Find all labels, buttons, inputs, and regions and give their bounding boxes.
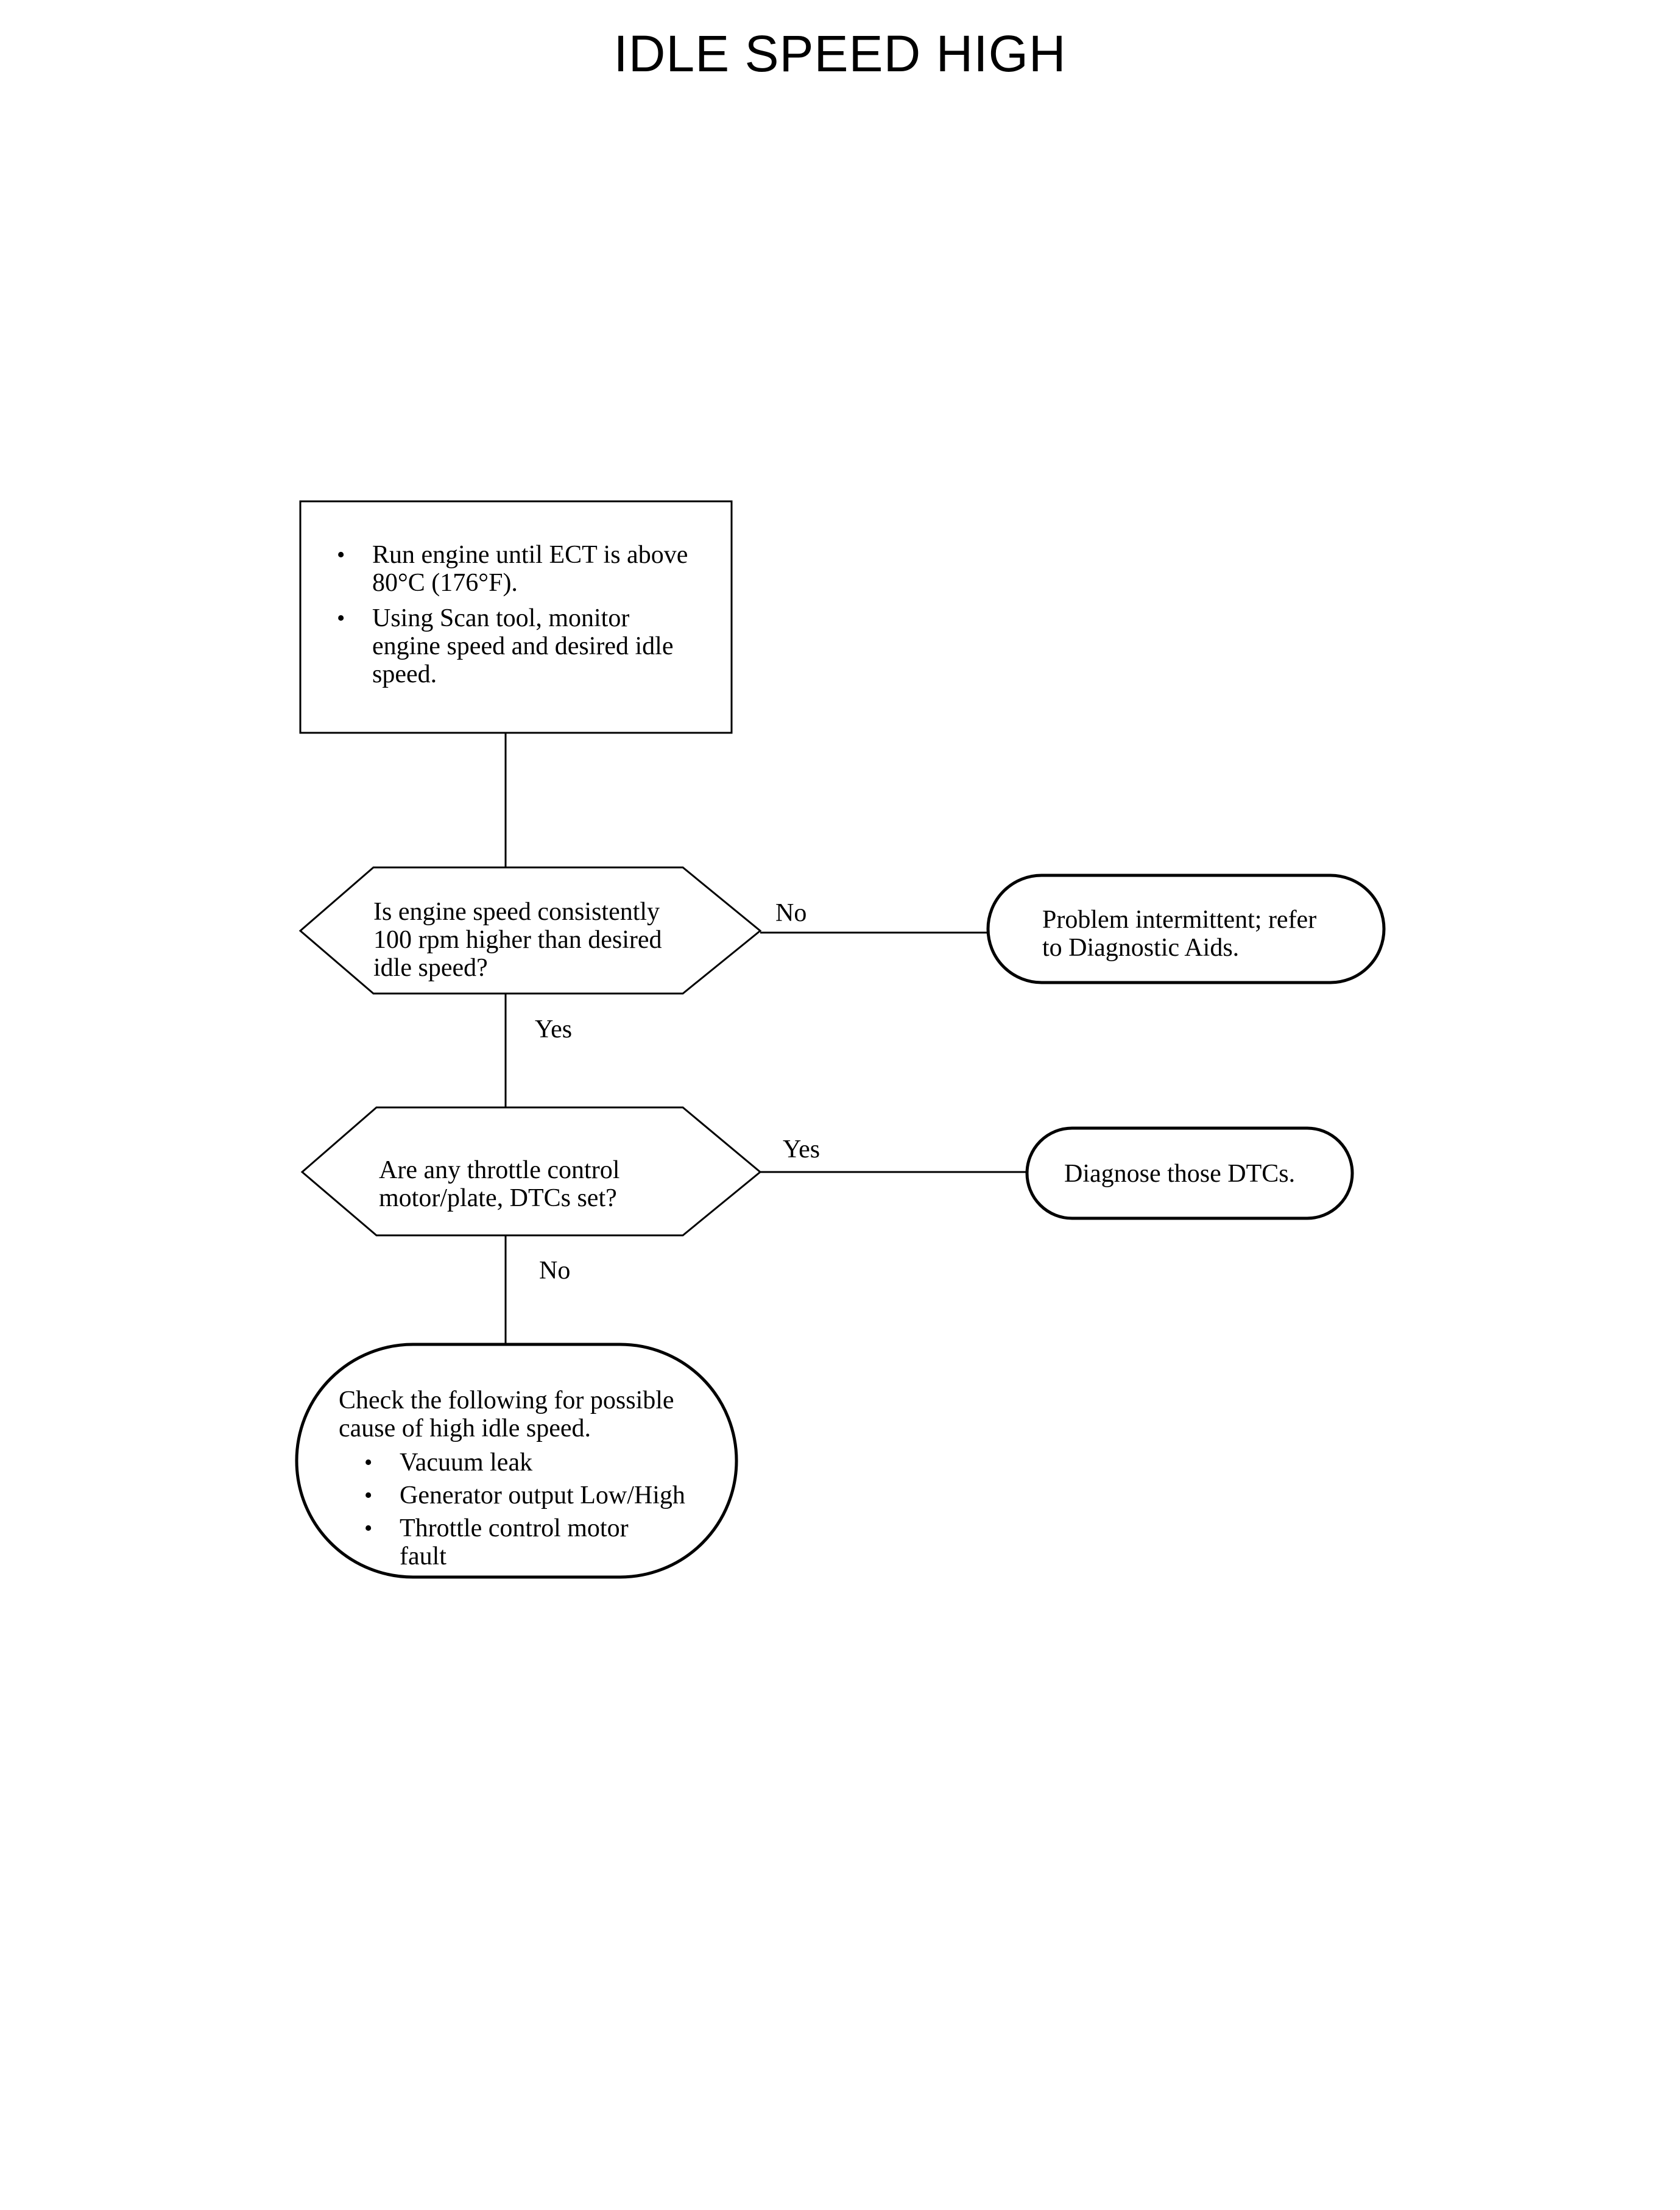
start-bullet-2: Using Scan tool, monitor engine speed an… — [337, 604, 702, 688]
intermittent-terminal — [986, 874, 1386, 984]
check-bullet-2: Generator output Low/High — [364, 1481, 722, 1509]
decision2-shape — [300, 1106, 762, 1237]
check-terminal — [295, 1343, 738, 1579]
decision2-yes-label: Yes — [783, 1135, 821, 1163]
check-bullet-1: Vacuum leak — [364, 1449, 722, 1477]
page-title: IDLE SPEED HIGH — [613, 25, 1067, 82]
intermittent-text: Problem intermittent; refer to Diagnosti… — [1042, 906, 1317, 962]
start-bullet-1: Run engine until ECT is above 80°C (176°… — [337, 541, 702, 597]
dtcs-text: Diagnose those DTCs. — [1064, 1160, 1296, 1188]
check-terminal-text: Check the following for possible cause o… — [339, 1386, 722, 1578]
check-bullet-3: Throttle control motor fault — [364, 1514, 668, 1570]
dtcs-terminal — [1025, 1126, 1354, 1220]
start-box — [299, 500, 733, 734]
start-box-text: Run engine until ECT is above 80°C (176°… — [337, 541, 702, 696]
decision1-text: Is engine speed consistently 100 rpm hig… — [373, 898, 662, 982]
decision1-shape — [298, 866, 762, 995]
decision2-text: Are any throttle control motor/plate, DT… — [379, 1156, 620, 1212]
decision1-yes-label: Yes — [535, 1015, 573, 1043]
decision1-no-label: No — [775, 899, 807, 927]
check-intro: Check the following for possible cause o… — [339, 1386, 674, 1442]
decision2-no-label: No — [539, 1257, 571, 1285]
